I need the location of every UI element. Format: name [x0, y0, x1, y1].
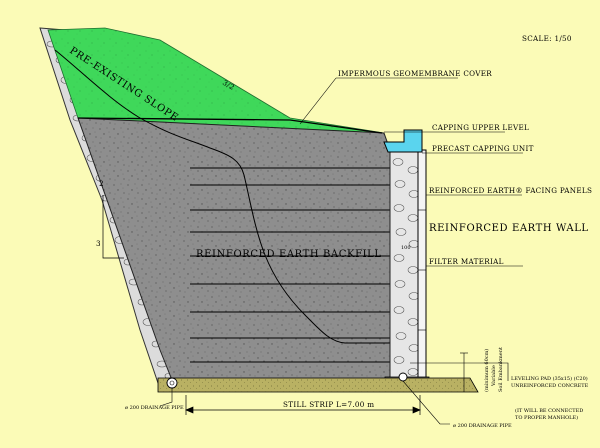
- filter-stones: [392, 158, 420, 376]
- pre-existing-slope-area: [47, 27, 385, 134]
- facing-panels-callout: REINFORCED EARTH® FACING PANELS: [429, 186, 592, 195]
- left-drain-leader: [159, 388, 173, 407]
- manhole-note-1: (IT WILL BE CONNECTED: [515, 407, 583, 414]
- capping-upper-level-callout: CAPPING UPPER LEVEL: [432, 123, 529, 132]
- wall-height-mark: 100: [401, 245, 411, 251]
- leveling-pad-callout-1: LEVELING PAD (35x15) (C20): [511, 375, 588, 382]
- left-drainage-pipe: [166, 377, 178, 389]
- geomembrane-line: [77, 117, 383, 134]
- backfill-label: REINFORCED EARTH BACKFILL: [196, 249, 382, 260]
- geomembrane-callout: IMPERMOUS GEOMEMBRANE COVER: [338, 69, 492, 78]
- facing-panel-joints: [418, 209, 426, 331]
- callout-leaders: [299, 77, 523, 381]
- slope-ratio-left-bottom: 3: [96, 239, 101, 248]
- strip-dimension: [185, 395, 421, 415]
- wall-title: REINFORCED EARTH WALL: [429, 223, 589, 234]
- precast-capping-unit: [383, 129, 423, 153]
- embedment-label-1: (minimum 60cm): [483, 349, 490, 392]
- left-drain-label: ø 200 DRAINAGE PIPE: [125, 405, 184, 411]
- manhole-note-2: TO PROPER MANHOLE): [515, 414, 578, 421]
- filter-material-callout: FILTER MATERIAL: [429, 257, 504, 266]
- pre-existing-ground-line: [54, 49, 396, 344]
- reinforcement-strips: [190, 167, 392, 363]
- embedment-label-2: Variable: [491, 365, 497, 387]
- facing-panel: [417, 149, 427, 383]
- right-drain-label: ø 200 DRAINAGE PIPE: [453, 423, 512, 429]
- embedment-label-3: Soil Embankment: [498, 347, 504, 392]
- right-drainage-pipe: [398, 372, 408, 382]
- leveling-pad-callout-2: UNREINFORCED CONCRETE: [511, 383, 589, 389]
- scale-label: SCALE: 1/50: [522, 34, 572, 43]
- foundation-fill: [157, 377, 479, 393]
- slope-ratio-left: [102, 195, 124, 259]
- right-drain-leader: [402, 380, 450, 425]
- precast-capping-callout: PRECAST CAPPING UNIT: [432, 144, 534, 153]
- strip-length-label: STILL STRIP L=7.00 m: [283, 400, 374, 409]
- slope-ratio-left-top: 2: [99, 179, 104, 188]
- embedment-dimension: [460, 352, 468, 392]
